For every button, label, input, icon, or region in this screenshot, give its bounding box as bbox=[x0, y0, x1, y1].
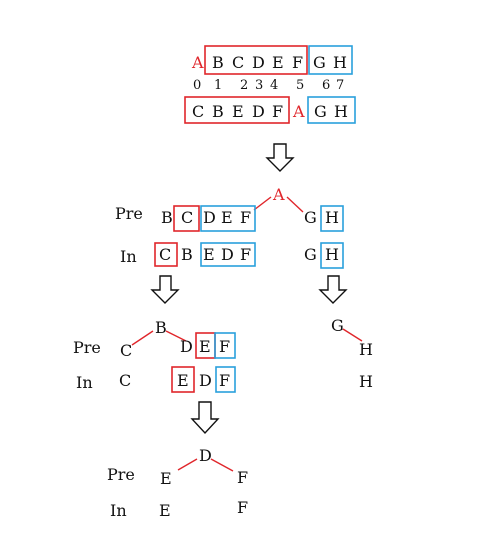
in-left-2: E bbox=[232, 102, 244, 121]
down-arrow-icon bbox=[150, 275, 180, 304]
l2l-edge-right bbox=[165, 330, 187, 342]
l2r-in: H bbox=[359, 372, 373, 391]
l1-in-left-3: D bbox=[221, 245, 234, 264]
seq-index-5: 5 bbox=[296, 78, 304, 93]
l3-pre-left: E bbox=[160, 469, 172, 488]
in-root: A bbox=[292, 102, 305, 121]
l3-in-label: In bbox=[110, 501, 127, 520]
l1-pre-left-1: C bbox=[181, 208, 193, 227]
in-left-1: B bbox=[212, 102, 224, 121]
l2l-pre-right-1: E bbox=[199, 337, 211, 356]
l1-edge-right bbox=[286, 196, 304, 213]
l1-pre-right-box bbox=[200, 205, 256, 232]
seq-left-4: F bbox=[292, 53, 303, 72]
l2l-pre-right-2: F bbox=[219, 337, 230, 356]
l2l-in-e-box bbox=[171, 366, 195, 393]
l2r-root: G bbox=[331, 316, 344, 335]
l1-edge-left bbox=[253, 196, 272, 211]
l2l-in-right-2: F bbox=[219, 371, 230, 390]
l1-in-left-box bbox=[154, 242, 178, 267]
l1-pre-left-2: D bbox=[203, 208, 216, 227]
in-left-4: F bbox=[272, 102, 283, 121]
l2l-root: B bbox=[155, 318, 167, 337]
seq-left-1: C bbox=[232, 53, 244, 72]
l2l-pre-right-0: D bbox=[180, 337, 193, 356]
in-right-box bbox=[307, 96, 356, 124]
l3-edge-left bbox=[177, 458, 198, 471]
seq-right-box bbox=[308, 45, 353, 75]
down-arrow-icon bbox=[190, 401, 220, 435]
l2r-child: H bbox=[359, 340, 373, 359]
l1-pre-right-h-box bbox=[320, 205, 344, 232]
in-left-box bbox=[184, 96, 290, 124]
seq-index-2: 2 bbox=[240, 78, 248, 93]
l1-pre-left-0: B bbox=[161, 208, 173, 227]
l1-root: A bbox=[272, 185, 285, 204]
l2l-edge-left bbox=[131, 330, 154, 346]
l1-in-left-4: F bbox=[240, 245, 251, 264]
seq-left-3: E bbox=[272, 53, 284, 72]
in-right-1: H bbox=[334, 102, 348, 121]
l3-in-right: F bbox=[237, 498, 248, 517]
l1-in-left-2: E bbox=[203, 245, 215, 264]
l2l-pre-label: Pre bbox=[73, 338, 101, 357]
l2l-in-right-1: D bbox=[199, 371, 212, 390]
seq-right-0: G bbox=[313, 53, 326, 72]
down-arrow-icon bbox=[265, 143, 295, 172]
l1-in-right-h-box bbox=[320, 242, 344, 269]
seq-index-0: 0 bbox=[193, 78, 201, 93]
seq-index-3: 3 bbox=[255, 78, 263, 93]
l3-pre-label: Pre bbox=[107, 465, 135, 484]
l1-pre-label: Pre bbox=[115, 204, 143, 223]
seq-index-7: 7 bbox=[336, 78, 344, 93]
l1-in-left-0: C bbox=[159, 245, 171, 264]
l2r-edge bbox=[342, 328, 363, 342]
down-arrow-icon bbox=[318, 275, 348, 304]
seq-root: A bbox=[191, 53, 204, 72]
l3-edge-right bbox=[210, 458, 234, 472]
l1-pre-right-1: H bbox=[325, 208, 339, 227]
l2l-in-right-0: E bbox=[177, 371, 189, 390]
seq-left-0: B bbox=[212, 53, 224, 72]
l3-pre-right: F bbox=[237, 468, 248, 487]
in-left-0: C bbox=[192, 102, 204, 121]
l2l-in-label: In bbox=[76, 373, 93, 392]
l1-pre-left-3: E bbox=[221, 208, 233, 227]
seq-index-6: 6 bbox=[322, 78, 330, 93]
seq-left-box bbox=[204, 45, 308, 75]
l1-pre-right-0: G bbox=[304, 208, 317, 227]
l3-in-left: E bbox=[159, 501, 171, 520]
in-right-0: G bbox=[314, 102, 327, 121]
l2l-in-f-box bbox=[215, 366, 236, 393]
l2l-pre-left: C bbox=[120, 341, 132, 360]
seq-index-4: 4 bbox=[270, 78, 278, 93]
seq-index-1: 1 bbox=[214, 78, 222, 93]
l1-in-right-box bbox=[200, 242, 256, 267]
l1-in-right-0: G bbox=[304, 245, 317, 264]
l1-pre-left-box bbox=[173, 205, 200, 232]
l2l-in-left: C bbox=[119, 371, 131, 390]
in-left-3: D bbox=[252, 102, 265, 121]
seq-left-2: D bbox=[252, 53, 265, 72]
seq-right-1: H bbox=[333, 53, 347, 72]
l3-root: D bbox=[199, 446, 212, 465]
l1-in-right-1: H bbox=[325, 245, 339, 264]
l1-in-label: In bbox=[120, 247, 137, 266]
l2l-pre-f-box bbox=[214, 332, 236, 359]
l1-in-left-1: B bbox=[181, 245, 193, 264]
l1-pre-left-4: F bbox=[240, 208, 251, 227]
